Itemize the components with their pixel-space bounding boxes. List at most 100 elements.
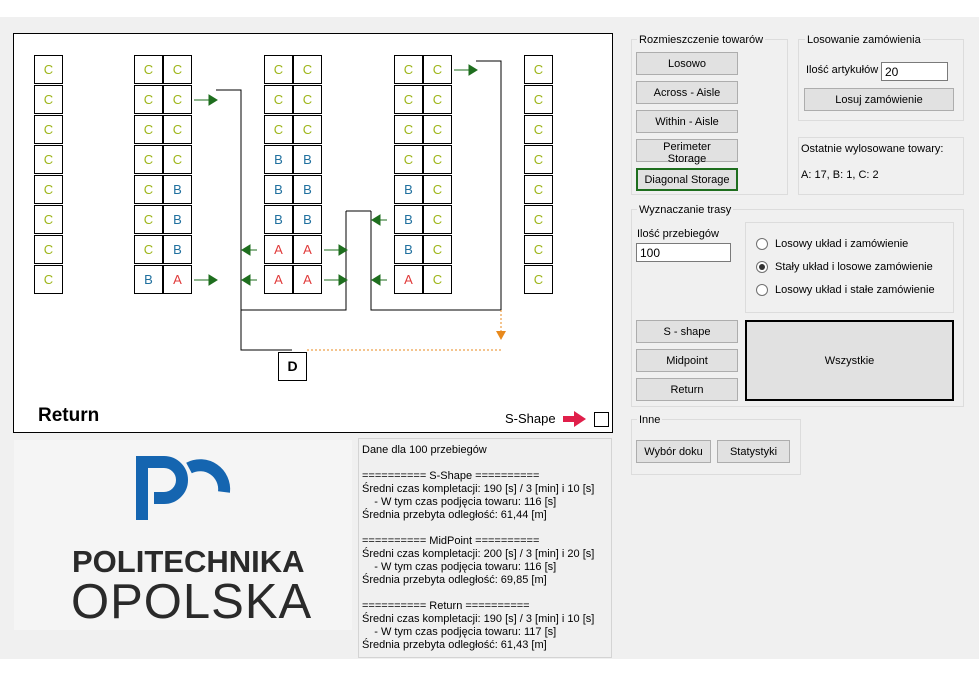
route-overlay bbox=[194, 60, 586, 427]
storage-cell: C bbox=[134, 85, 163, 114]
results-line: Dane dla 100 przebiegów bbox=[362, 444, 487, 456]
results-line: ========== MidPoint ========== bbox=[362, 535, 540, 547]
radio-random-layout-fixed-order[interactable] bbox=[756, 284, 768, 296]
storage-cell: A bbox=[293, 265, 322, 294]
storage-cell: C bbox=[524, 175, 553, 204]
storage-cell: C bbox=[423, 175, 452, 204]
results-line: Średni czas kompletacji: 200 [s] / 3 [mi… bbox=[362, 548, 595, 560]
storage-cell: B bbox=[293, 145, 322, 174]
route-group-title: Wyznaczanie trasy bbox=[637, 204, 734, 216]
storage-cell: C bbox=[423, 55, 452, 84]
article-count-label: Ilość artykułów bbox=[806, 64, 879, 76]
results-line: ========== S-Shape ========== bbox=[362, 470, 540, 482]
politechnika-opolska-logo-icon bbox=[136, 456, 231, 520]
results-line: - W tym czas podjęcia towaru: 116 [s] bbox=[362, 496, 557, 508]
placement-group-title: Rozmieszczenie towarów bbox=[637, 34, 766, 46]
storage-cell: C bbox=[423, 145, 452, 174]
radio-label-1: Stały układ i losowe zamówienie bbox=[775, 261, 933, 273]
legend-checkbox[interactable] bbox=[594, 412, 609, 427]
pick-arrows bbox=[194, 64, 478, 286]
results-line: Średni czas kompletacji: 190 [s] / 3 [mi… bbox=[362, 483, 595, 495]
legend-label: S-Shape bbox=[505, 411, 556, 426]
storage-cell: C bbox=[163, 85, 192, 114]
storage-cell: B bbox=[394, 175, 423, 204]
results-line: Średnia przebyta odległość: 69,85 [m] bbox=[362, 574, 547, 586]
draw-order-button[interactable]: Losuj zamówienie bbox=[804, 88, 954, 111]
last-drawn-value: A: 17, B: 1, C: 2 bbox=[801, 169, 879, 181]
runs-label: Ilość przebiegów bbox=[637, 228, 719, 240]
storage-cell: A bbox=[264, 265, 293, 294]
article-count-input[interactable]: 20 bbox=[881, 62, 948, 81]
storage-cell: C bbox=[264, 85, 293, 114]
placement-diagonal-button[interactable]: Diagonal Storage bbox=[636, 168, 738, 191]
statistics-button[interactable]: Statystyki bbox=[717, 440, 790, 463]
all-algorithms-button[interactable]: Wszystkie bbox=[745, 320, 954, 401]
route-group bbox=[631, 209, 964, 407]
radio-label-2: Losowy układ i stałe zamówienie bbox=[775, 284, 935, 296]
storage-cell: C bbox=[293, 85, 322, 114]
last-drawn-group bbox=[798, 137, 964, 195]
storage-cell: C bbox=[293, 115, 322, 144]
storage-cell: C bbox=[264, 55, 293, 84]
storage-cell: C bbox=[524, 205, 553, 234]
storage-cell: C bbox=[524, 85, 553, 114]
placement-random-button[interactable]: Losowo bbox=[636, 52, 738, 75]
radio-fixed-layout-random-order[interactable] bbox=[756, 261, 768, 273]
storage-cell: C bbox=[293, 55, 322, 84]
storage-cell: B bbox=[163, 205, 192, 234]
last-drawn-title: Ostatnie wylosowane towary: bbox=[801, 143, 944, 155]
storage-cell: B bbox=[293, 205, 322, 234]
storage-cell: B bbox=[264, 175, 293, 204]
storage-cell: C bbox=[134, 205, 163, 234]
storage-cell: C bbox=[134, 55, 163, 84]
radio-label-0: Losowy układ i zamówienie bbox=[775, 238, 909, 250]
storage-cell: C bbox=[524, 55, 553, 84]
return-button[interactable]: Return bbox=[636, 378, 738, 401]
route-line-visible bbox=[216, 89, 292, 351]
runs-input[interactable]: 100 bbox=[636, 243, 731, 262]
storage-cell: C bbox=[34, 145, 63, 174]
storage-cell: C bbox=[394, 115, 423, 144]
results-textbox[interactable]: Dane dla 100 przebiegów ========== S-Shap… bbox=[358, 438, 612, 658]
storage-cell: C bbox=[524, 265, 553, 294]
s-shape-button[interactable]: S - shape bbox=[636, 320, 738, 343]
results-line: ========== Return ========== bbox=[362, 600, 530, 612]
route-aisle-connector bbox=[241, 211, 347, 311]
results-line: - W tym czas podjęcia towaru: 117 [s] bbox=[362, 626, 557, 638]
storage-cell: C bbox=[423, 265, 452, 294]
storage-cell: C bbox=[423, 85, 452, 114]
placement-within-aisle-button[interactable]: Within - Aisle bbox=[636, 110, 738, 133]
storage-cell: C bbox=[134, 235, 163, 264]
storage-cell: C bbox=[423, 115, 452, 144]
storage-cell: B bbox=[264, 145, 293, 174]
university-logo: POLITECHNIKA OPOLSKA bbox=[14, 440, 352, 630]
other-group bbox=[631, 419, 801, 475]
radio-random-layout-random-order[interactable] bbox=[756, 238, 768, 250]
return-arrowhead bbox=[496, 331, 506, 340]
storage-cell: C bbox=[524, 235, 553, 264]
storage-cell: C bbox=[34, 205, 63, 234]
return-path bbox=[306, 310, 502, 351]
storage-cell: C bbox=[394, 85, 423, 114]
storage-cell: B bbox=[293, 175, 322, 204]
order-group-title: Losowanie zamówienia bbox=[805, 34, 923, 46]
storage-cell: C bbox=[423, 205, 452, 234]
storage-cell: B bbox=[163, 175, 192, 204]
storage-cell: C bbox=[134, 145, 163, 174]
storage-cell: C bbox=[34, 235, 63, 264]
storage-cell: C bbox=[163, 55, 192, 84]
algorithm-title: Return bbox=[38, 405, 100, 426]
storage-cell: C bbox=[163, 115, 192, 144]
storage-cell: C bbox=[524, 115, 553, 144]
placement-across-aisle-button[interactable]: Across - Aisle bbox=[636, 81, 738, 104]
midpoint-button[interactable]: Midpoint bbox=[636, 349, 738, 372]
storage-cell: B bbox=[134, 265, 163, 294]
mode-radio-group bbox=[745, 222, 954, 313]
storage-cell: C bbox=[34, 115, 63, 144]
storage-cell: C bbox=[34, 175, 63, 204]
storage-cell: C bbox=[394, 145, 423, 174]
placement-perimeter-button[interactable]: Perimeter Storage bbox=[636, 139, 738, 165]
dock-select-button[interactable]: Wybór doku bbox=[636, 440, 711, 463]
storage-cell: C bbox=[394, 55, 423, 84]
